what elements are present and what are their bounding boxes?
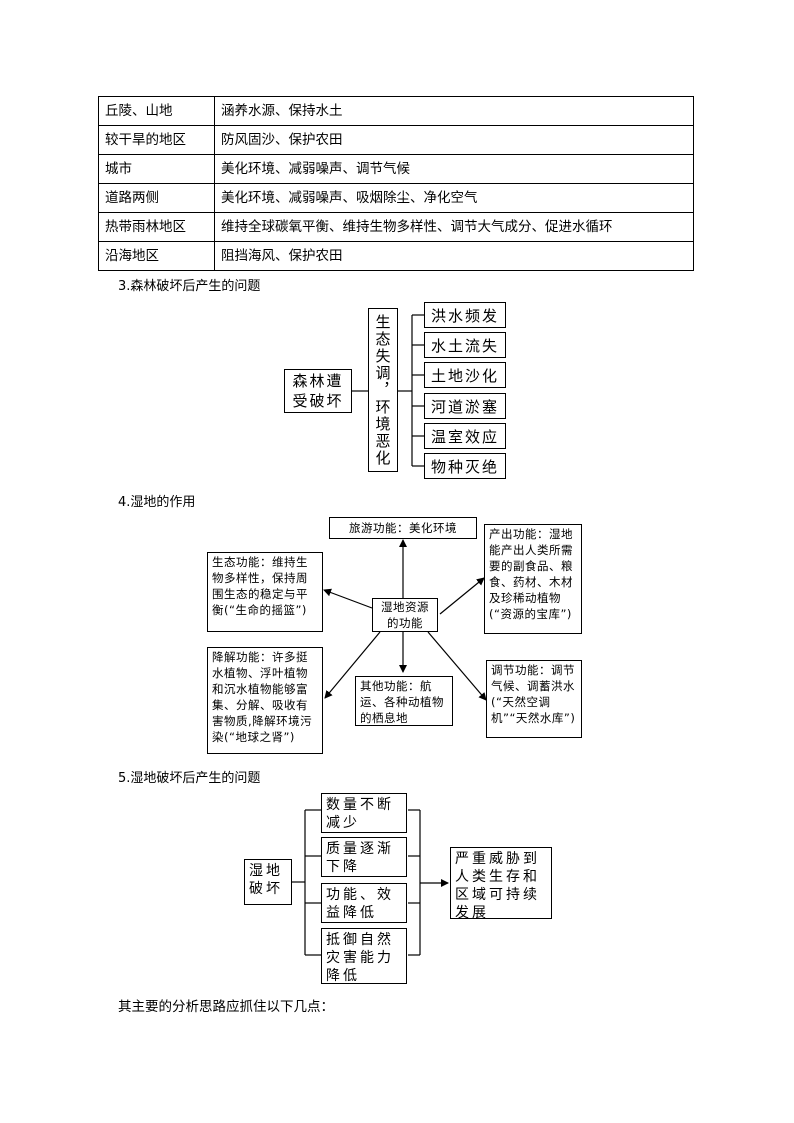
impact-node: 质量逐渐下降 [321,837,407,877]
table-row: 较干旱的地区防风固沙、保护农田 [98,125,694,155]
forest-role-table: 丘陵、山地涵养水源、保持水土 较干旱的地区防风固沙、保护农田 城市美化环境、减弱… [98,96,694,271]
regulation-function-node: 调节功能：调节气候、调蓄洪水(“天然空调机”“天然水库”) [486,660,582,738]
threat-result-node: 严重威胁到人类生存和区域可持续发展 [450,847,552,921]
degradation-function-node: 降解功能：许多挺水植物、浮叶植物和沉水植物能够富集、分解、吸收有害物质,降解环境… [207,647,323,754]
section-4-heading: 4.湿地的作用 [118,495,196,510]
outcome-label: 土地沙化 [430,366,499,385]
table-row: 丘陵、山地涵养水源、保持水土 [98,96,694,126]
ecological-function-node: 生态功能：维持生物多样性，保持周围生态的稳定与平衡(“生命的摇篮”) [207,552,323,632]
outcome-label: 物种灭绝 [430,457,499,476]
area-cell: 热带雨林地区 [98,212,215,242]
table-row: 道路两侧美化环境、减弱噪声、吸烟除尘、净化空气 [98,183,694,213]
area-cell: 沿海地区 [98,241,215,271]
role-cell: 防风固沙、保护农田 [214,125,694,155]
ecological-imbalance-label: 生态失调，环境恶化 [373,313,392,467]
other-function-node: 其他功能：航运、各种动植物的栖息地 [355,676,453,726]
wetland-destroyed-node: 湿地破坏 [244,859,292,905]
table-row: 城市美化环境、减弱噪声、调节气候 [98,154,694,184]
outcome-label: 温室效应 [430,427,499,446]
outcome-node: 河道淤塞 [424,393,506,419]
wetland-function-center-node: 湿地资源的功能 [372,598,438,632]
table-row: 沿海地区阻挡海风、保护农田 [98,241,694,271]
impact-node: 抵御自然灾害能力降低 [321,928,407,984]
tourism-function-label: 旅游功能：美化环境 [349,521,457,535]
outcome-node: 温室效应 [424,423,506,449]
outcome-label: 水土流失 [430,336,499,355]
outcome-label: 洪水频发 [430,306,499,325]
impact-node: 功能、效益降低 [321,883,407,923]
role-cell: 美化环境、减弱噪声、吸烟除尘、净化空气 [214,183,694,213]
role-cell: 阻挡海风、保护农田 [214,241,694,271]
forest-destroyed-label: 森林遭受破坏 [292,372,344,410]
production-function-node: 产出功能：湿地能产出人类所需要的副食品、粮食、药材、木材及珍稀动植物(“资源的宝… [484,524,582,634]
role-cell: 涵养水源、保持水土 [214,96,694,126]
analysis-intro-text: 其主要的分析思路应抓住以下几点： [118,999,334,1015]
area-cell: 道路两侧 [98,183,215,213]
section-5-heading: 5.湿地破坏后产生的问题 [118,771,261,786]
outcome-node: 洪水频发 [424,302,506,328]
wetland-function-center-label: 湿地资源的功能 [381,600,429,630]
impact-node: 数量不断减少 [321,793,407,833]
outcome-label: 河道淤塞 [430,397,499,416]
role-cell: 维持全球碳氧平衡、维持生物多样性、调节大气成分、促进水循环 [214,212,694,242]
ecological-imbalance-node: 生态失调，环境恶化 [368,308,398,472]
outcome-node: 水土流失 [424,332,506,358]
table-row: 热带雨林地区维持全球碳氧平衡、维持生物多样性、调节大气成分、促进水循环 [98,212,694,242]
section-3-heading: 3.森林破坏后产生的问题 [118,279,261,294]
role-cell: 美化环境、减弱噪声、调节气候 [214,154,694,184]
tourism-function-node: 旅游功能：美化环境 [329,517,477,539]
area-cell: 丘陵、山地 [98,96,215,126]
outcome-node: 土地沙化 [424,362,506,388]
forest-destroyed-node: 森林遭受破坏 [284,369,352,413]
outcome-node: 物种灭绝 [424,453,506,479]
